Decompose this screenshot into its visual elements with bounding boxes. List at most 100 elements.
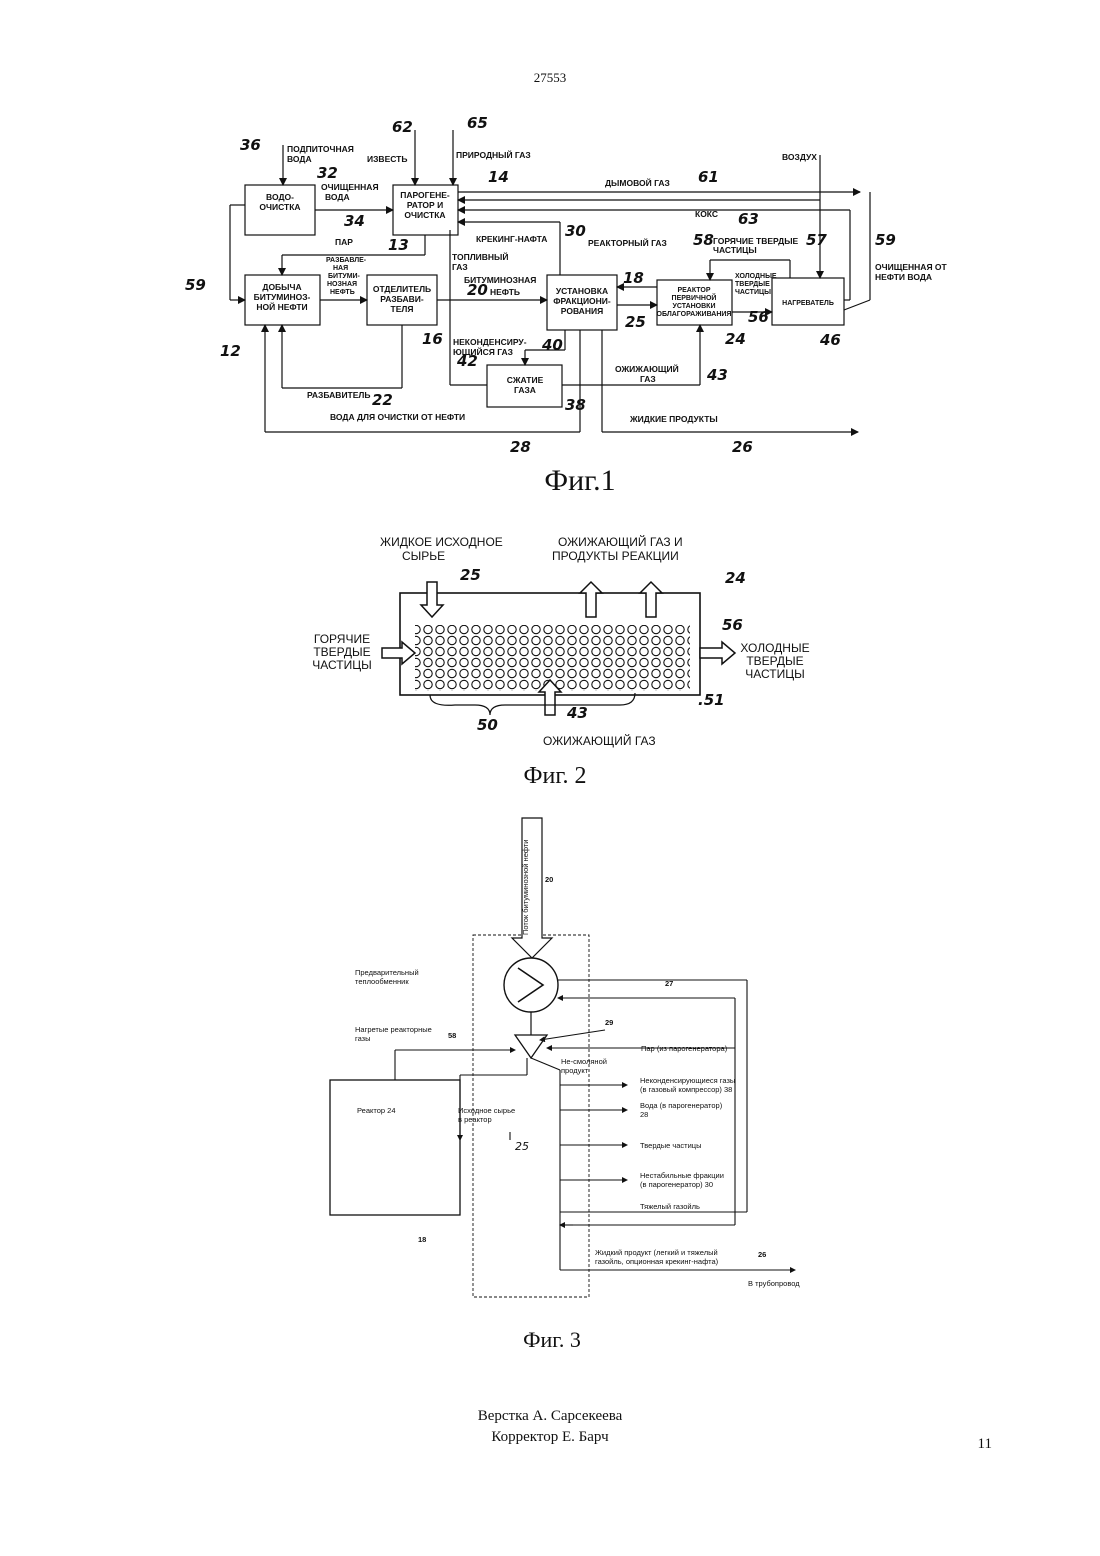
- bitumen-stream-arrow: [512, 818, 552, 958]
- figure-3-caption: Фиг. 3: [523, 1327, 581, 1352]
- non-tar-label-2: продукт: [561, 1066, 589, 1075]
- ref-20: 20: [545, 875, 553, 884]
- cold-solids-arrow: [700, 642, 735, 664]
- ref-58: 58: [448, 1031, 456, 1040]
- steam-gen-label-2: РАТОР И: [407, 200, 443, 210]
- ref-42: 42: [456, 352, 478, 370]
- fractionation-label-2: ФРАКЦИОНИ-: [553, 296, 611, 306]
- cold-solids-label-3: ЧАСТИЦЫ: [735, 289, 771, 296]
- liquid-product-label-2: газойль, опционная крекинг-нафта): [595, 1257, 719, 1266]
- feed-arrow: [421, 582, 443, 617]
- lift-gas-label-1: ОЖИЖАЮЩИЙ: [615, 363, 679, 374]
- ref-58: 58: [693, 231, 714, 249]
- preheater-exchanger: [504, 958, 558, 1012]
- ref-62: 62: [392, 118, 413, 136]
- oil-label: НЕФТЬ: [490, 287, 520, 297]
- ref-18: 18: [418, 1235, 426, 1244]
- ref-28: 28: [510, 438, 531, 456]
- ref-25: 25: [515, 1140, 529, 1153]
- ref-65: 65: [467, 114, 488, 132]
- makeup-water-label-2: ВОДА: [287, 154, 312, 164]
- lift-gas-products-label-1: ОЖИЖАЮЩИЙ ГАЗ И: [558, 534, 683, 549]
- hot-solids-label-2: ЧАСТИЦЫ: [713, 245, 757, 255]
- non-tar-label-1: Не-смоляной: [561, 1057, 607, 1066]
- ref-34: 34: [344, 212, 365, 230]
- heated-gases-label-1: Нагретые реакторные: [355, 1025, 432, 1034]
- water-treatment-label-2: ОЧИСТКА: [259, 202, 300, 212]
- lift-gas-label-2: ГАЗ: [640, 374, 656, 384]
- air-label: ВОЗДУХ: [782, 152, 817, 162]
- unstable-label-2: (в парогенератор) 30: [640, 1180, 713, 1189]
- liquid-feed-label-1: ЖИДКОЕ ИСХОДНОЕ: [380, 535, 503, 549]
- reactor-label-4: ОБЛАГОРАЖИВАНИЯ: [657, 311, 732, 318]
- reactor-label-1: РЕАКТОР: [677, 287, 710, 294]
- ref-26: 26: [758, 1250, 766, 1259]
- compression-label-1: СЖАТИЕ: [507, 375, 544, 385]
- deoiled-water-label-1: ОЧИЩЕННАЯ ОТ: [875, 262, 948, 272]
- diluted-bitumen-label-1: РАЗБАВЛЕ-: [326, 257, 367, 264]
- layout-credit: Верстка А. Сарсекеева: [0, 1408, 1100, 1425]
- steam-gen-label-1: ПАРОГЕНЕ-: [400, 190, 450, 200]
- fractionation-label-3: РОВАНИЯ: [561, 306, 603, 316]
- treated-water-label-2: ВОДА: [325, 192, 350, 202]
- reactor-label-3: УСТАНОВКИ: [673, 303, 716, 310]
- compression-label-2: ГАЗА: [514, 385, 536, 395]
- ref-12: 12: [220, 342, 241, 360]
- steam-label: ПАР: [335, 237, 353, 247]
- ref-51: .51: [698, 691, 725, 709]
- preheater-label-2: теплообменник: [355, 977, 409, 986]
- bitumen-stream-label: Поток битуминозной нефти: [521, 840, 530, 936]
- fuel-gas-label-1: ТОПЛИВНЫЙ: [452, 251, 508, 262]
- ref-27: 27: [665, 979, 673, 988]
- figure-1-diagram: ВОДО- ОЧИСТКА ПАРОГЕНЕ- РАТОР И ОЧИСТКА …: [170, 100, 960, 500]
- heater-label: НАГРЕВАТЕЛЬ: [782, 300, 834, 307]
- makeup-water-label-1: ПОДПИТОЧНАЯ: [287, 144, 354, 154]
- water-treatment-label-1: ВОДО-: [266, 192, 294, 202]
- ref-59-right: 59: [875, 231, 896, 249]
- document-number: 27553: [0, 70, 1100, 86]
- extraction-label-3: НОЙ НЕФТИ: [256, 301, 307, 312]
- feed-to-reactor-label-2: в реактор: [458, 1115, 492, 1124]
- cold-solids-label-2: ТВЕРДЫЕ: [735, 281, 770, 288]
- water-label-1: Вода (в парогенератор): [640, 1101, 723, 1110]
- figure-2-diagram: ЖИДКОЕ ИСХОДНОЕ СЫРЬЕ ОЖИЖАЮЩИЙ ГАЗ И ПР…: [290, 525, 820, 795]
- hot-solids-label-3: ЧАСТИЦЫ: [312, 658, 371, 672]
- reactor-box: [330, 1080, 460, 1215]
- ref-46: 46: [819, 331, 841, 349]
- pipeline-label: В трубопровод: [748, 1279, 800, 1288]
- liquid-feed-label-2: СЫРЬЕ: [402, 549, 445, 563]
- cracked-naphtha-label: КРЕКИНГ-НАФТА: [476, 234, 547, 244]
- ref-25: 25: [460, 566, 481, 584]
- ref-30: 30: [565, 222, 586, 240]
- ref-36: 36: [240, 136, 261, 154]
- ref-20: 20: [467, 281, 488, 299]
- extraction-label-2: БИТУМИНОЗ-: [254, 292, 311, 302]
- diluted-bitumen-label-2: НАЯ: [333, 265, 348, 272]
- diluted-bitumen-label-5: НЕФТЬ: [330, 289, 355, 296]
- reactor-label: Реактор 24: [357, 1106, 396, 1115]
- reactor-label-2: ПЕРВИЧНОЙ: [672, 293, 717, 302]
- noncondensable-label-1: НЕКОНДЕНСИРУ-: [453, 337, 527, 347]
- coke-label: КОКС: [695, 209, 718, 219]
- ref-26: 26: [732, 438, 753, 456]
- ref-63: 63: [738, 210, 759, 228]
- diluted-bitumen-label-3: БИТУМИ-: [328, 273, 361, 280]
- ref-14: 14: [488, 168, 509, 186]
- ref-40: 40: [541, 336, 563, 354]
- ref-59-left: 59: [185, 276, 206, 294]
- ref-18: 18: [623, 269, 644, 287]
- figure-1-caption: Фиг.1: [544, 464, 615, 497]
- figure-3-diagram: Поток битуминозной нефти Предварительный…: [315, 810, 815, 1355]
- diluent-label: РАЗБАВИТЕЛЬ: [307, 390, 371, 400]
- liquid-product-label-1: Жидкий продукт (легкий и тяжелый: [595, 1248, 718, 1257]
- cold-solids-label-3: ЧАСТИЦЫ: [745, 667, 804, 681]
- bed-brace: [430, 693, 635, 715]
- fuel-gas-label-2: ГАЗ: [452, 262, 468, 272]
- figure-2-caption: Фиг. 2: [524, 763, 587, 789]
- deoil-water-label: ВОДА ДЛЯ ОЧИСТКИ ОТ НЕФТИ: [330, 412, 465, 422]
- liquid-products-label: ЖИДКИЕ ПРОДУКТЫ: [629, 414, 718, 424]
- ref-25: 25: [625, 313, 646, 331]
- diluted-bitumen-label-4: НОЗНАЯ: [327, 281, 357, 288]
- product-arrow-1: [580, 582, 602, 617]
- mixer-junction: [515, 1035, 547, 1058]
